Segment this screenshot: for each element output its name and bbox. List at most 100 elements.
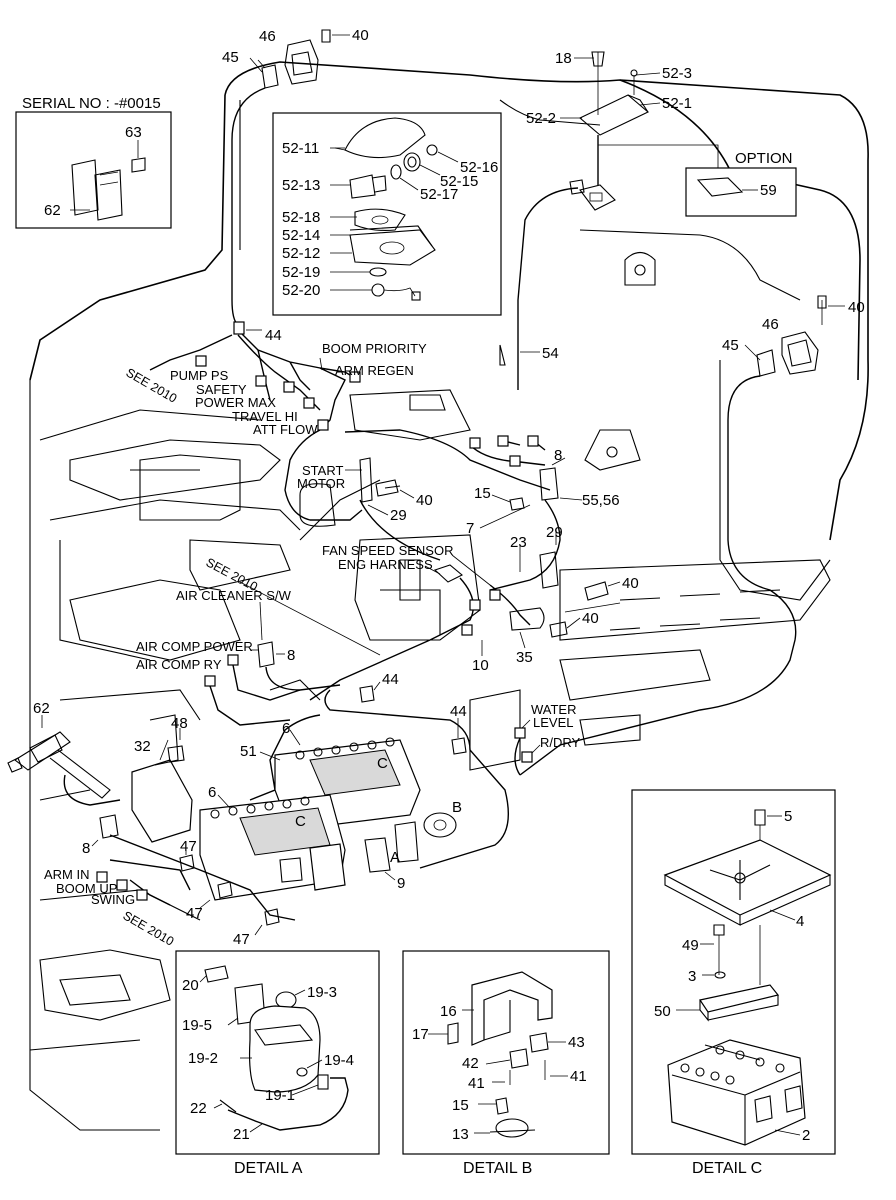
callout: AIR CLEANER S/W: [176, 588, 292, 603]
callout: ARM IN: [44, 867, 90, 882]
part-number: 52-17: [420, 186, 458, 203]
beacon-right: 46 45 40: [519, 295, 865, 776]
callout: SWING: [91, 892, 135, 907]
engine-harness-group: FAN SPEED SENSOR ENG HARNESS 35 10: [309, 499, 545, 701]
part-number: 55,56: [582, 492, 620, 509]
callout: SAFETY: [196, 382, 247, 397]
part-number: 16: [440, 1003, 457, 1020]
callout: WATER: [531, 702, 577, 717]
callout: LEVEL: [533, 715, 573, 730]
part-number: 32: [134, 738, 151, 755]
part-number: 22: [190, 1100, 207, 1117]
callout: ARM REGEN: [335, 363, 414, 378]
callout: TRAVEL HI: [232, 409, 298, 424]
part-number: 40: [582, 610, 599, 627]
part-number: 2: [802, 1127, 810, 1144]
serial-inset: SERIAL NO : -#0015 63 62: [15, 95, 172, 229]
part-number: 19-3: [307, 984, 337, 1001]
part-number: 21: [233, 1126, 250, 1143]
part-number: 63: [125, 124, 142, 141]
air-group: SEE 2010 AIR CLEANER S/W AIR COMP POWER …: [136, 555, 381, 726]
part-number: 42: [462, 1055, 479, 1072]
wire-54: 54: [517, 179, 585, 390]
part-number: 6: [208, 784, 216, 801]
detail-c-caption: DETAIL C: [692, 1160, 762, 1177]
part-number: 45: [722, 337, 739, 354]
callout: BOOM UP: [56, 881, 117, 896]
part-number: 52-11: [282, 140, 319, 157]
part-number: 48: [171, 715, 188, 732]
part-number: 5: [784, 808, 792, 825]
part-number: 40: [622, 575, 639, 592]
part-number: 18: [555, 50, 572, 67]
part-number: 45: [222, 49, 239, 66]
option-label: OPTION: [735, 150, 793, 167]
part-number: 52-18: [282, 209, 320, 226]
letter-b: B: [452, 799, 462, 816]
part-number: 19-5: [182, 1017, 212, 1034]
part-number: 41: [468, 1075, 485, 1092]
part-number: 8: [82, 840, 90, 857]
part-number: 52-2: [526, 110, 556, 127]
part-number: 15: [452, 1097, 469, 1114]
part-number: 8: [554, 447, 562, 464]
part-number: 47: [180, 838, 197, 855]
start-motor-group: START MOTOR 40 29: [297, 457, 433, 527]
part-number: 3: [688, 968, 696, 985]
part-number: 50: [654, 1003, 671, 1020]
part-number: 52-12: [282, 245, 320, 262]
part-number: 19-4: [324, 1052, 354, 1069]
part-number: 52-13: [282, 177, 320, 194]
part-number: 46: [762, 316, 779, 333]
part-number: 44: [450, 703, 467, 720]
beacon-left: 46 45 40: [222, 27, 369, 326]
callout: ATT FLOW: [253, 422, 318, 437]
part-number: 8: [287, 647, 295, 664]
part-number: 43: [568, 1034, 585, 1051]
controller-parts-box: 52-11 52-16 52-15 52-13 52-17 52-18 52-1…: [272, 112, 502, 316]
mid-right-harness: 8 15 55,56 7 29 23 40 40: [466, 435, 639, 638]
detail-a-caption: DETAIL A: [234, 1160, 303, 1177]
part-number: 44: [265, 327, 282, 344]
letter-a: A: [390, 849, 400, 866]
part-number: 13: [452, 1126, 469, 1143]
detail-c: 5 4 49 3 50 2 DETAIL: [631, 789, 836, 1177]
callout: AIR COMP RY: [136, 657, 222, 672]
callout: BOOM PRIORITY: [322, 341, 427, 356]
callout: PUMP PS: [170, 368, 229, 383]
part-number: 52-16: [460, 159, 498, 176]
callout: ENG HARNESS: [338, 557, 433, 572]
part-number: 52-1: [662, 95, 692, 112]
part-number: 47: [186, 905, 203, 922]
part-number: 52-3: [662, 65, 692, 82]
part-number: 15: [474, 485, 491, 502]
part-number: 46: [259, 28, 276, 45]
battery-area: C C 6 6 51 A B 9 44 44 WATER LEVEL R/DRY: [199, 671, 581, 901]
part-number: 10: [472, 657, 489, 674]
callout: FAN SPEED SENSOR: [322, 543, 453, 558]
part-number: 44: [382, 671, 399, 688]
part-number: 29: [546, 524, 563, 541]
detail-b: 16 17 42 43 41 41 15 13 DETAIL B: [402, 950, 610, 1177]
part-number: 52-15: [440, 173, 478, 190]
part-number: 49: [682, 937, 699, 954]
part-number: 9: [397, 875, 405, 892]
part-number: 51: [240, 743, 257, 760]
callout: R/DRY: [540, 735, 581, 750]
part-number: 20: [182, 977, 199, 994]
top-right-parts: 18 52-3 52-1 52-2 OPTION 59: [526, 50, 797, 217]
callout: START: [302, 463, 343, 478]
part-number: 62: [33, 700, 50, 717]
part-number: 19-2: [188, 1050, 218, 1067]
part-number: 17: [412, 1026, 429, 1043]
detail-a: 20 19-5 19-3 19-2 19-4 19-1 22 21 DETAIL…: [175, 950, 380, 1177]
part-number: 41: [570, 1068, 587, 1085]
part-number: 7: [466, 520, 474, 537]
part-number: 6: [282, 720, 290, 737]
part-number: 52-14: [282, 227, 320, 244]
detail-b-caption: DETAIL B: [463, 1160, 532, 1177]
part-number: 35: [516, 649, 533, 666]
callout: SEE 2010: [121, 908, 177, 948]
part-number: 59: [760, 182, 777, 199]
